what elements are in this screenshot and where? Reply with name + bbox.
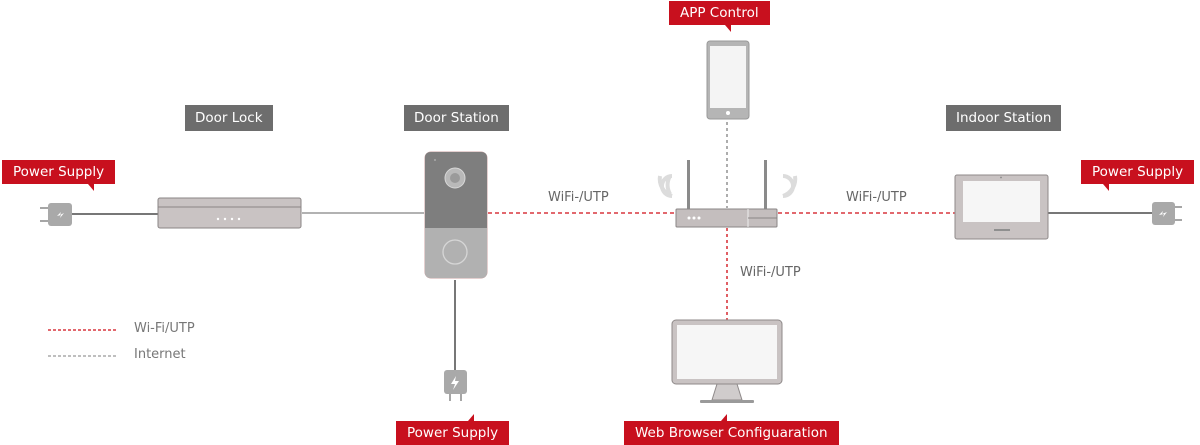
power-supply-label: Power Supply — [407, 425, 499, 441]
web-browser-callout: Web Browser Configuaration — [624, 414, 839, 445]
callout-pointer — [1103, 184, 1109, 191]
connection-label-router-browser: WiFi-/UTP — [740, 265, 801, 280]
wifi-waves-left-icon — [657, 174, 673, 198]
connection-label-station-router: WiFi-/UTP — [548, 190, 609, 205]
indoor-station-device-icon — [954, 174, 1049, 240]
callout-pointer — [468, 414, 474, 421]
door-station-label: Door Station — [404, 105, 509, 131]
app-control-label: APP Control — [680, 5, 759, 21]
power-supply-callout-left: Power Supply — [2, 160, 116, 191]
smartphone-icon — [706, 40, 750, 120]
wifi-waves-right-icon — [782, 174, 798, 198]
power-supply-label: Power Supply — [1092, 164, 1184, 180]
legend-internet-label: Internet — [134, 347, 186, 362]
callout-pointer — [725, 25, 731, 32]
door-station-device-icon — [424, 151, 488, 279]
callout-pointer — [88, 184, 94, 191]
indoor-station-label: Indoor Station — [946, 105, 1062, 131]
power-plug-icon-bottom — [444, 370, 467, 401]
legend-wifi-utp-label: Wi-Fi/UTP — [134, 321, 195, 336]
power-plug-icon-left — [40, 203, 72, 226]
door-lock-device-icon — [157, 197, 302, 229]
power-supply-label: Power Supply — [13, 164, 105, 180]
power-supply-callout-bottom: Power Supply — [396, 414, 510, 445]
web-browser-label: Web Browser Configuaration — [635, 425, 828, 441]
monitor-icon — [671, 319, 783, 403]
callout-pointer — [721, 414, 727, 421]
app-control-callout: APP Control — [669, 1, 770, 32]
power-plug-icon-right — [1152, 202, 1182, 225]
power-supply-callout-right: Power Supply — [1081, 160, 1195, 191]
connection-label-router-indoor: WiFi-/UTP — [846, 190, 907, 205]
router-icon — [675, 160, 778, 228]
door-lock-label: Door Lock — [185, 105, 273, 131]
